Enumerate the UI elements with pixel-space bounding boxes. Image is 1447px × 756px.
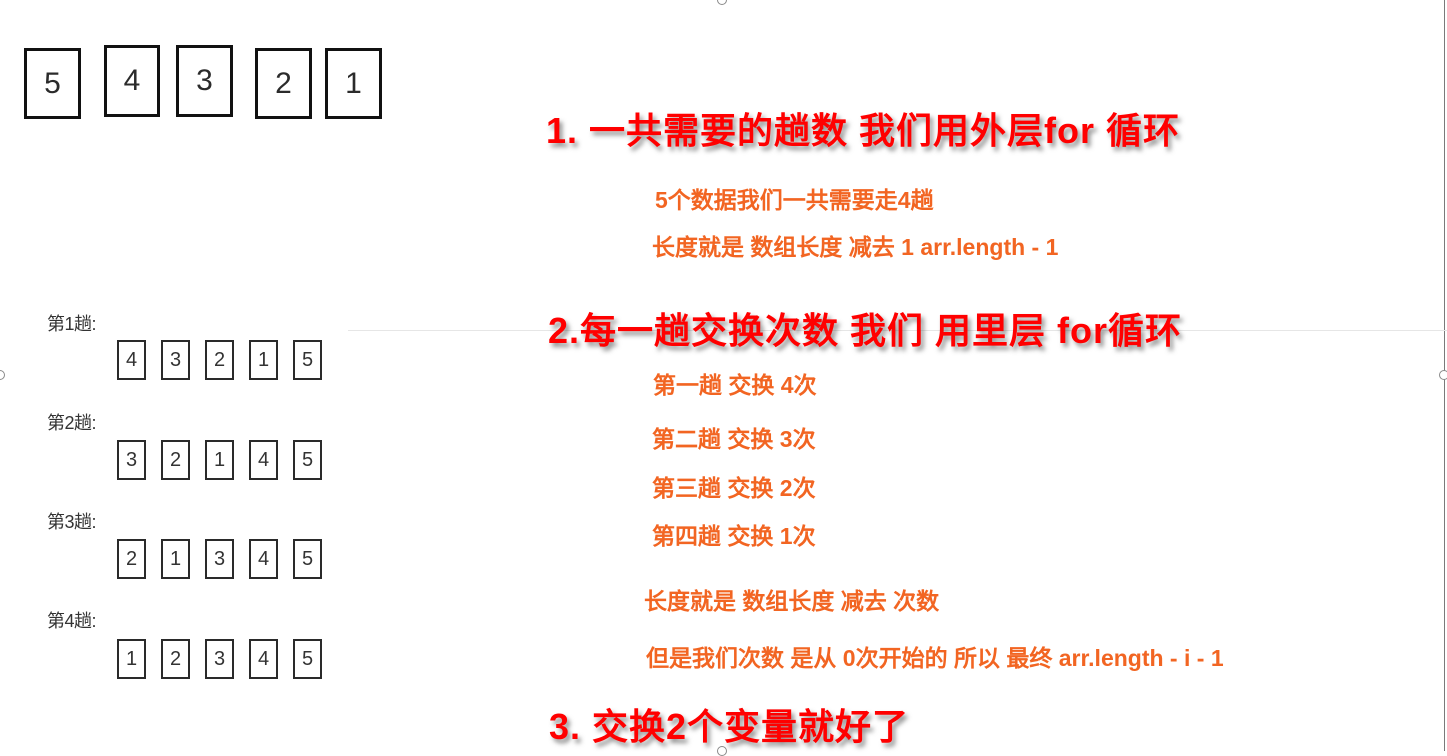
array-box: 5	[293, 340, 322, 380]
pass-row: 4 3 2 1 5	[117, 340, 322, 380]
pass-label: 第4趟:	[47, 611, 97, 631]
divider-line	[348, 330, 1447, 331]
array-box: 4	[249, 440, 278, 480]
outer-note-2: 长度就是 数组长度 减去 1 arr.length - 1	[652, 234, 1059, 260]
array-box: 2	[161, 440, 190, 480]
step1-heading: 1. 一共需要的趟数 我们用外层for 循环	[546, 110, 1181, 151]
array-box: 2	[205, 340, 234, 380]
step3-heading: 3. 交换2个变量就好了	[549, 706, 910, 747]
array-box: 1	[249, 340, 278, 380]
array-box: 2	[117, 539, 146, 579]
resize-handle-right[interactable]	[1439, 370, 1447, 380]
array-box: 4	[249, 539, 278, 579]
array-box: 4	[117, 340, 146, 380]
array-box: 1	[161, 539, 190, 579]
array-box: 1	[205, 440, 234, 480]
pass-row: 2 1 3 4 5	[117, 539, 322, 579]
array-box: 5	[293, 639, 322, 679]
resize-handle-top[interactable]	[717, 0, 727, 5]
array-box: 3	[205, 539, 234, 579]
array-box: 3	[205, 639, 234, 679]
pass-label: 第3趟:	[47, 512, 97, 532]
array-box: 1	[117, 639, 146, 679]
array-box: 1	[325, 48, 382, 119]
inner-note-5: 长度就是 数组长度 减去 次数	[644, 588, 940, 614]
inner-note-6: 但是我们次数 是从 0次开始的 所以 最终 arr.length - i - 1	[646, 645, 1224, 671]
inner-note-2: 第二趟 交换 3次	[652, 426, 816, 452]
pass-label: 第2趟:	[47, 413, 97, 433]
array-box: 4	[249, 639, 278, 679]
pass-row: 3 2 1 4 5	[117, 440, 322, 480]
array-box: 2	[255, 48, 312, 119]
array-box: 3	[176, 45, 233, 117]
step2-heading: 2.每一趟交换次数 我们 用里层 for循环	[548, 310, 1183, 351]
array-box: 2	[161, 639, 190, 679]
array-box: 5	[293, 539, 322, 579]
array-box: 3	[117, 440, 146, 480]
array-box: 3	[161, 340, 190, 380]
resize-handle-left[interactable]	[0, 370, 5, 380]
inner-note-4: 第四趟 交换 1次	[652, 523, 816, 549]
array-box: 5	[24, 48, 81, 119]
pass-row: 1 2 3 4 5	[117, 639, 322, 679]
outer-note-1: 5个数据我们一共需要走4趟	[655, 187, 934, 213]
pass-label: 第1趟:	[47, 314, 97, 334]
array-box: 5	[293, 440, 322, 480]
array-box: 4	[104, 45, 160, 117]
inner-note-1: 第一趟 交换 4次	[653, 372, 817, 398]
inner-note-3: 第三趟 交换 2次	[652, 475, 816, 501]
